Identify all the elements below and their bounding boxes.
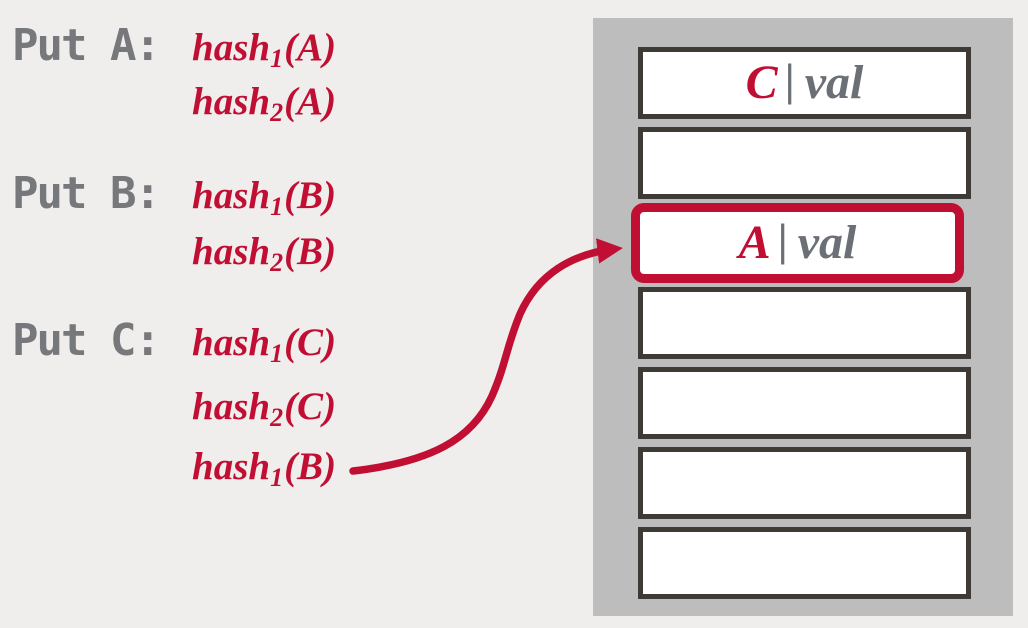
hash-table-slot-5	[638, 367, 971, 439]
hash-subscript: 1	[270, 192, 284, 221]
hash-arg: (C)	[284, 385, 337, 428]
hash1-c-expression: hash1(C)	[192, 321, 337, 367]
hash-subscript: 1	[270, 44, 284, 73]
hash-table-slot-3-highlighted: A|val	[631, 203, 964, 283]
put-b-label: Put B:	[12, 168, 161, 219]
hash-subscript: 2	[270, 248, 284, 277]
hash-arg: (A)	[284, 26, 337, 69]
hash2-b-expression: hash2(B)	[192, 230, 337, 276]
hash-fn: hash	[192, 321, 271, 364]
hash1-b-rehash-expression: hash1(B)	[192, 445, 337, 491]
slot-key: A	[738, 216, 771, 269]
hash-fn: hash	[192, 385, 271, 428]
slot-separator: |	[777, 214, 788, 265]
hash-fn: hash	[192, 26, 271, 69]
hash-arg: (B)	[284, 230, 337, 273]
hash1-b-expression: hash1(B)	[192, 174, 337, 220]
slot-separator: |	[784, 54, 795, 105]
hash-subscript: 1	[270, 339, 284, 368]
hash-fn: hash	[192, 230, 271, 273]
slot-key: C	[745, 56, 778, 109]
hash-subscript: 2	[270, 98, 284, 127]
hash-table-slot-6	[638, 447, 971, 519]
hash-table-panel: C|val A|val	[593, 18, 1013, 616]
hash2-a-expression: hash2(A)	[192, 80, 337, 126]
hash-fn: hash	[192, 445, 271, 488]
hash-subscript: 1	[270, 463, 284, 492]
hash-fn: hash	[192, 80, 271, 123]
hash-arg: (A)	[284, 80, 337, 123]
hash2-c-expression: hash2(C)	[192, 385, 337, 431]
hash-arg: (B)	[284, 445, 337, 488]
hash1-a-expression: hash1(A)	[192, 26, 337, 72]
slot-value: val	[797, 216, 857, 269]
hash-table-slot-1: C|val	[638, 47, 971, 119]
hash-arg: (C)	[284, 321, 337, 364]
put-a-label: Put A:	[12, 20, 161, 71]
hash-subscript: 2	[270, 403, 284, 432]
hash-arg: (B)	[284, 174, 337, 217]
hash-table-slot-7	[638, 527, 971, 599]
slot-value: val	[804, 56, 864, 109]
put-c-label: Put C:	[12, 315, 161, 366]
hash-fn: hash	[192, 174, 271, 217]
hash-table-slot-2	[638, 127, 971, 199]
hash-table-slot-4	[638, 287, 971, 359]
